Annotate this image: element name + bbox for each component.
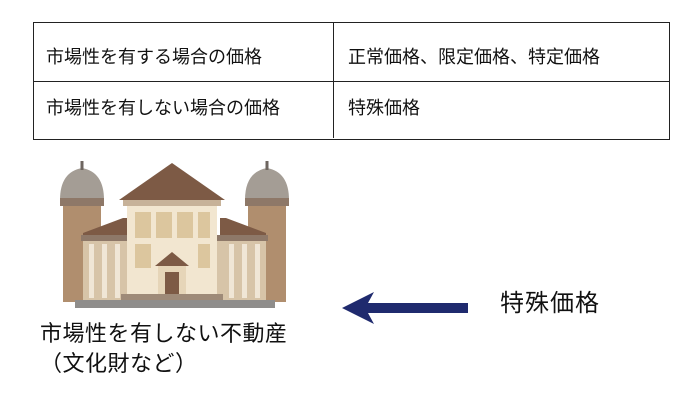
- caption-line-2: （文化財など）: [40, 352, 198, 377]
- row-value: 特殊価格: [348, 98, 420, 119]
- table-cell-label: 市場性を有しない場合の価格: [34, 81, 334, 138]
- table-row: 市場性を有しない場合の価格 特殊価格: [34, 81, 669, 138]
- table-cell-value: 正常価格、限定価格、特定価格: [334, 23, 669, 81]
- table-cell-value: 特殊価格: [334, 81, 669, 138]
- row-label: 市場性を有する場合の価格: [46, 47, 262, 68]
- row-label: 市場性を有しない場合の価格: [46, 98, 280, 119]
- table-row: 市場性を有する場合の価格 正常価格、限定価格、特定価格: [34, 23, 669, 82]
- caption-line-1: 市場性を有しない不動産: [40, 322, 288, 347]
- row-value: 正常価格、限定価格、特定価格: [348, 47, 600, 68]
- price-type-table: 市場性を有する場合の価格 正常価格、限定価格、特定価格 市場性を有しない場合の価…: [33, 22, 670, 140]
- illustration-caption: 市場性を有しない不動産 （文化財など）: [40, 320, 288, 380]
- arrow-label: 特殊価格: [500, 289, 600, 317]
- table-cell-label: 市場性を有する場合の価格: [34, 23, 334, 81]
- left-arrow-icon: [342, 292, 468, 324]
- historic-building-icon: [60, 161, 289, 308]
